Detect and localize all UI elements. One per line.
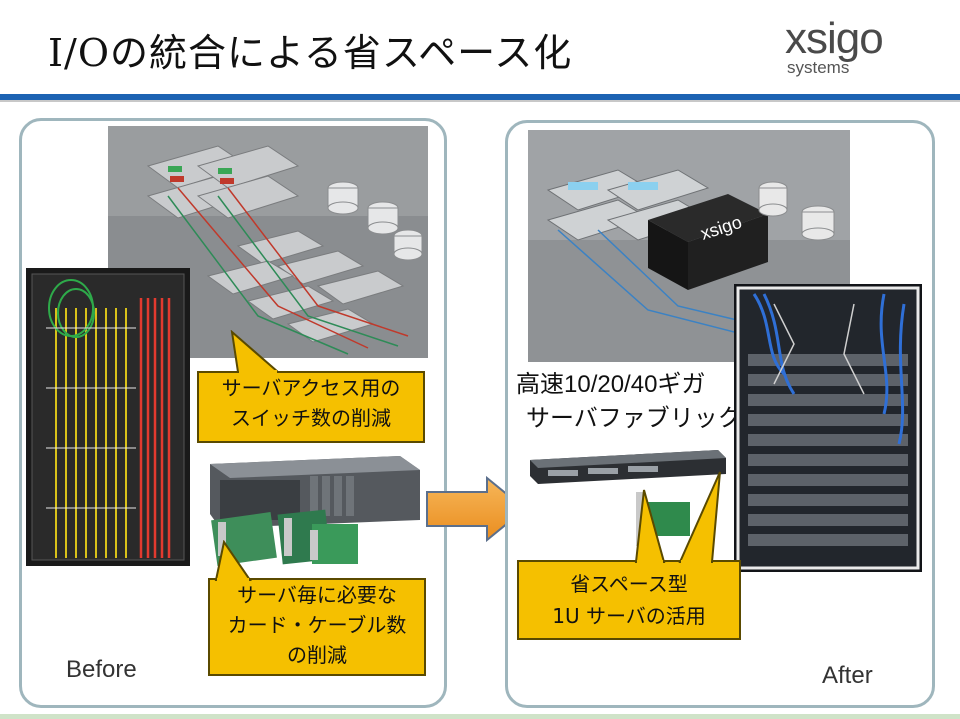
slide-title: I/Oの統合による省スペース化	[48, 31, 573, 75]
fabric-caption: 高速10/20/40ギガ サーバファブリック	[516, 368, 742, 436]
before-label: Before	[66, 656, 137, 683]
callout-line: 1U サーバの活用	[552, 604, 706, 628]
after-label: After	[822, 662, 873, 689]
callout-line: の削減	[287, 643, 347, 667]
header-rule	[0, 94, 960, 100]
callout-line: スイッチ数の削減	[231, 406, 391, 430]
switch-reduction-callout: サーバアクセス用の スイッチ数の削減	[197, 371, 425, 443]
fabric-line: 高速10/20/40ギガ	[516, 371, 706, 398]
logo-sub: systems	[787, 58, 850, 77]
header-rule-shadow	[0, 100, 960, 102]
callout-line: 省スペース型	[570, 572, 688, 596]
switch-callout-pointer	[230, 330, 281, 374]
callout-line: カード・ケーブル数	[227, 613, 407, 637]
cards-callout-pointer	[214, 540, 252, 582]
footer-rule	[0, 714, 960, 719]
after-network-diagram: xsigo	[528, 130, 850, 362]
fabric-line: サーバファブリック	[526, 405, 742, 432]
1u-callout-pointer-left	[634, 489, 666, 564]
1u-server-callout: 省スペース型 1U サーバの活用	[517, 560, 741, 640]
logo-word: xsigo	[785, 14, 884, 63]
dense-rack-photo	[734, 284, 922, 572]
1u-callout-pointer-right	[678, 471, 721, 564]
callout-line: サーバ毎に必要な	[237, 583, 397, 607]
xsigo-logo: xsigo systems	[785, 14, 935, 78]
cable-rack-photo	[26, 268, 190, 566]
card-cable-reduction-callout: サーバ毎に必要な カード・ケーブル数 の削減	[208, 578, 426, 676]
callout-line: サーバアクセス用の	[221, 376, 401, 400]
